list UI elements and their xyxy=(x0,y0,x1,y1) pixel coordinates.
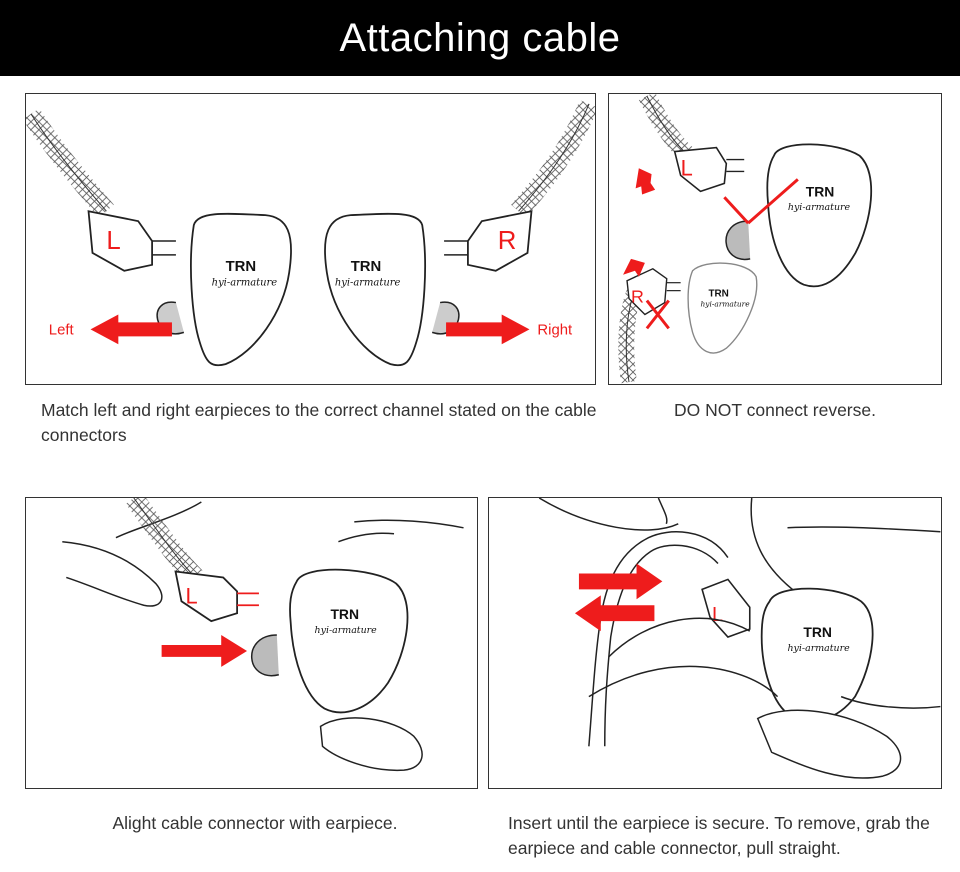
caption-align-connector: Alight cable connector with earpiece. xyxy=(112,813,398,833)
earpiece-right-model: hyi-armature xyxy=(335,278,401,289)
arrow-right xyxy=(446,314,530,345)
illustration-align-connector: L TRN hyi-armature xyxy=(25,497,478,789)
earpiece-main-brand: TRN xyxy=(806,183,835,199)
cross-top xyxy=(723,178,799,225)
cable-right xyxy=(511,100,595,218)
cross-bottom xyxy=(645,299,670,330)
connector: L xyxy=(174,570,259,623)
earpiece-brand: TRN xyxy=(330,606,359,622)
page-title: Attaching cable xyxy=(339,15,621,60)
arrow-pull-out xyxy=(574,595,655,632)
earpiece-small-brand: TRN xyxy=(708,289,728,300)
connector-left-mark: L xyxy=(106,227,120,255)
earpiece-left-brand: TRN xyxy=(226,259,257,275)
hand-left xyxy=(62,540,163,607)
earpiece-small-model: hyi-armature xyxy=(701,300,751,309)
hand-bottom xyxy=(756,709,902,779)
hand-bottom xyxy=(319,717,423,772)
earpiece-model: hyi-armature xyxy=(315,625,378,636)
earpiece-model: hyi-armature xyxy=(788,643,851,654)
illustration-insert-connector: L TRN hyi-armature xyxy=(488,497,942,789)
caption-no-reverse: DO NOT connect reverse. xyxy=(674,400,876,420)
earpiece-left: TRN hyi-armature xyxy=(156,212,292,367)
match-channels-drawing: L TRN hyi-armature R TRN hyi-armature xyxy=(26,100,595,367)
earpiece: TRN hyi-armature xyxy=(760,587,874,722)
earpiece: TRN hyi-armature xyxy=(251,568,409,714)
connector: L xyxy=(701,578,751,638)
connector-mark: L xyxy=(185,583,197,608)
header-bar: Attaching cable xyxy=(0,0,960,76)
arrow-insert xyxy=(161,635,248,667)
earpiece-main-model: hyi-armature xyxy=(788,202,851,213)
connector-top-mark: L xyxy=(681,155,693,180)
connector-top: L xyxy=(673,146,745,193)
cable-left xyxy=(26,108,114,218)
connector-right: R xyxy=(444,210,533,272)
align-connector-drawing: L TRN hyi-armature xyxy=(62,498,464,772)
connector-mark: L xyxy=(712,604,723,626)
earpiece-brand: TRN xyxy=(803,624,832,640)
earpiece-small: TRN hyi-armature xyxy=(687,262,758,354)
connector-left: L xyxy=(87,210,176,272)
arrow-down-left xyxy=(623,258,645,277)
caption-match-channels: Match left and right earpieces to the co… xyxy=(41,400,597,445)
earpiece-main: TRN hyi-armature xyxy=(725,143,873,288)
illustration-match-channels: L TRN hyi-armature R TRN hyi-armature xyxy=(25,93,596,385)
earpiece-right: TRN hyi-armature xyxy=(324,212,460,367)
label-right: Right xyxy=(537,322,573,338)
earpiece-right-brand: TRN xyxy=(351,259,382,275)
label-left: Left xyxy=(49,322,75,338)
illustration-no-reverse: L TRN hyi-armature R TRN hyi-armature xyxy=(608,93,942,385)
connector-right-mark: R xyxy=(498,227,517,255)
arrow-up xyxy=(635,168,656,195)
connector-bottom: R xyxy=(626,267,681,316)
caption-insert-connector: Insert until the earpiece is secure. To … xyxy=(508,813,930,858)
earpiece-left-model: hyi-armature xyxy=(212,278,278,289)
arrow-left xyxy=(90,314,172,345)
arrow-push-in xyxy=(578,563,663,600)
no-reverse-drawing: L TRN hyi-armature R TRN hyi-armature xyxy=(618,94,873,384)
connector-bottom-mark: R xyxy=(631,287,644,307)
insert-connector-drawing: L TRN hyi-armature xyxy=(538,498,941,779)
